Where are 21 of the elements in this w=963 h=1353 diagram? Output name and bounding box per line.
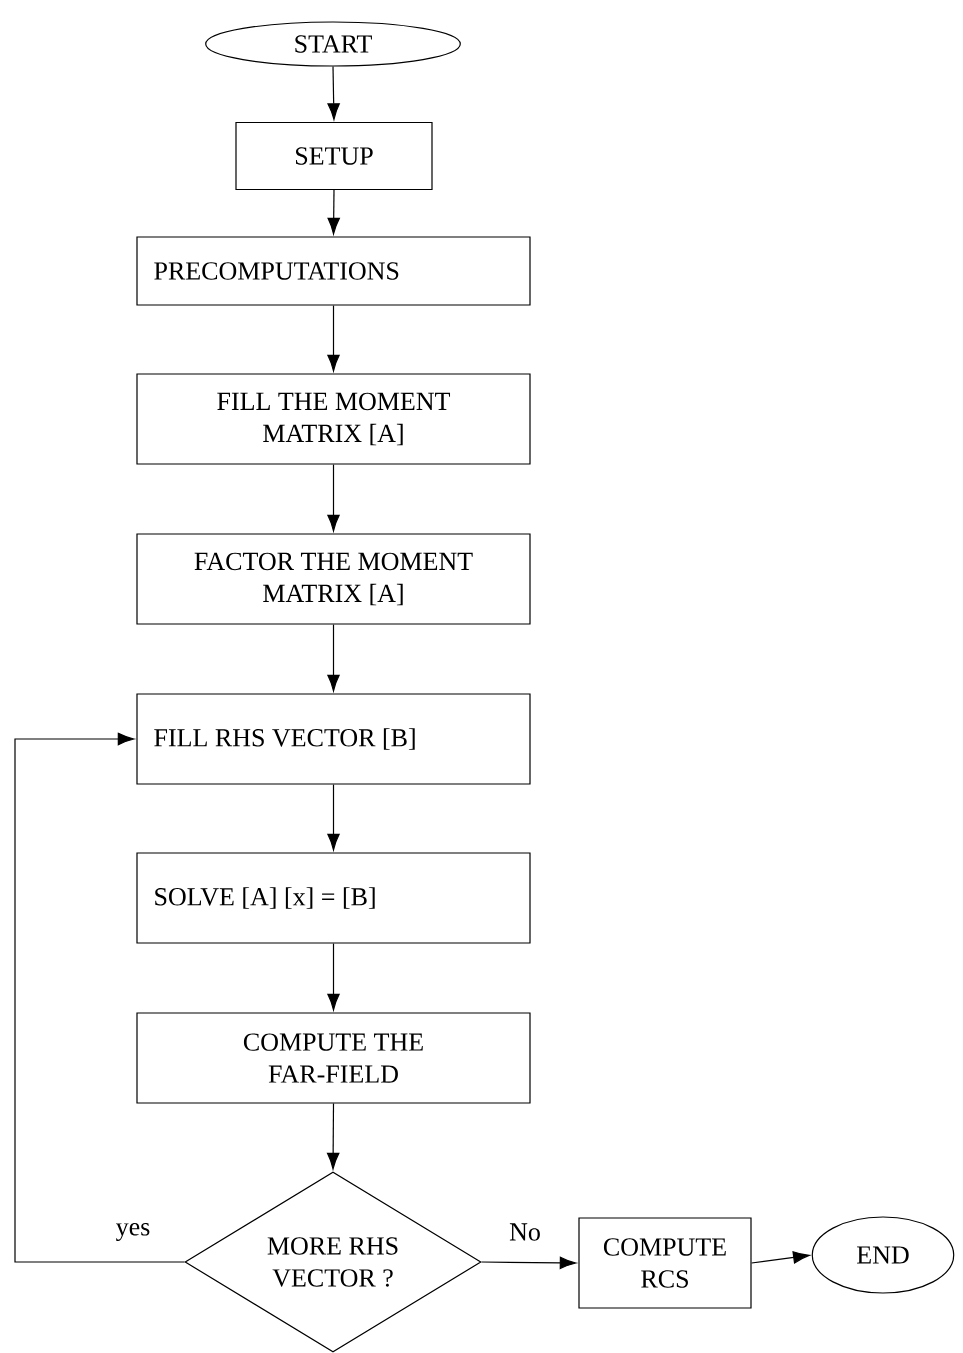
- edge-label: yes: [114, 1221, 152, 1243]
- arrow: [327, 624, 340, 692]
- process-box: SOLVE [A] [x] = [B]: [136, 852, 531, 944]
- process-box: FILL RHS VECTOR [B]: [136, 693, 531, 785]
- process-box: FILL THE MOMENT MATRIX [A]: [136, 373, 531, 465]
- arrow: [327, 66, 340, 120]
- arrow: [481, 1256, 577, 1270]
- arrow: [327, 305, 340, 372]
- process-box: FACTOR THE MOMENT MATRIX [A]: [136, 533, 531, 625]
- process-box: COMPUTE RCS: [578, 1217, 752, 1309]
- arrow: [327, 943, 340, 1011]
- arrow: [327, 464, 340, 532]
- arrow: [327, 189, 340, 235]
- arrow: [751, 1251, 810, 1264]
- arrow: [327, 784, 340, 851]
- process-box: COMPUTE THE FAR-FIELD: [136, 1012, 531, 1104]
- process-box: PRECOMPUTATIONS: [136, 236, 531, 306]
- arrow: [326, 1103, 340, 1170]
- edge-label: No: [507, 1222, 543, 1242]
- arrow: [14, 732, 185, 1263]
- process-box: SETUP: [235, 121, 433, 191]
